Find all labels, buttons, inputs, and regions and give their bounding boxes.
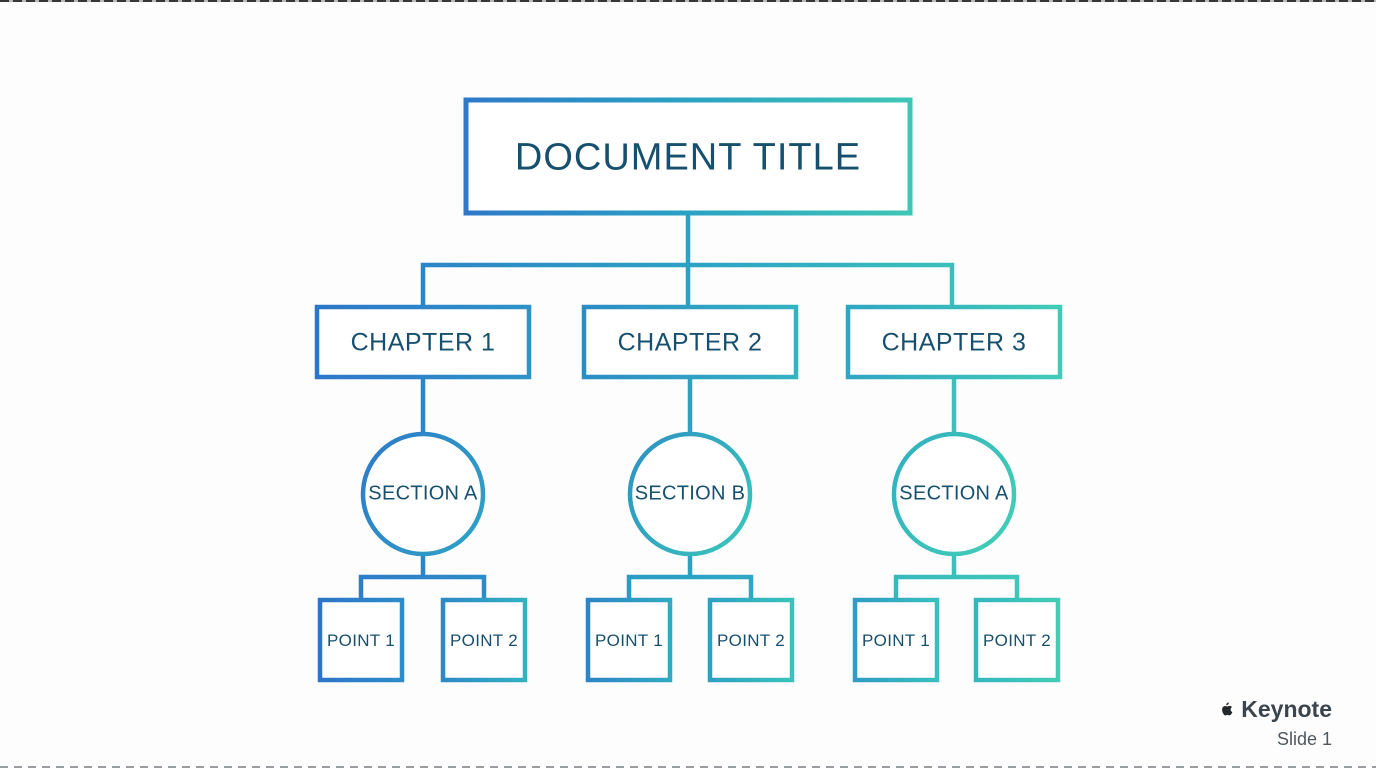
- point-box-3-2: [973, 597, 1061, 683]
- chapter-1-label: CHAPTER 1: [350, 328, 496, 357]
- point-bus-2: [626, 574, 754, 600]
- section-3-label: SECTION A: [899, 482, 1009, 505]
- bottom-edge-artifact: [0, 766, 1376, 768]
- point-box-1-2: [440, 597, 528, 683]
- slide-number-label: Slide 1: [1276, 728, 1332, 749]
- chapter-bus: [420, 262, 955, 307]
- title-box: [463, 97, 913, 216]
- chapter-3-label: CHAPTER 3: [881, 328, 1027, 357]
- point-1-1-label: POINT 1: [327, 631, 395, 650]
- section-1-label: SECTION A: [368, 482, 478, 505]
- section-circle-2: [627, 431, 753, 557]
- point-box-1-1: [317, 597, 405, 683]
- keynote-branding: Keynote Slide 1: [1216, 695, 1332, 750]
- title-label: DOCUMENT TITLE: [514, 136, 862, 179]
- point-box-2-2: [707, 597, 795, 683]
- point-bus-3: [893, 574, 1020, 600]
- point-3-1-label: POINT 1: [862, 631, 930, 650]
- chapter-2-label: CHAPTER 2: [617, 328, 763, 357]
- section-circle-1: [360, 431, 486, 557]
- chapter-box-2: [581, 304, 799, 380]
- point-box-3-1: [852, 597, 940, 683]
- point-2-2-label: POINT 2: [717, 631, 785, 650]
- top-edge-artifact: [0, 0, 1376, 2]
- chapter-box-1: [314, 304, 532, 380]
- keynote-app-label: Keynote: [1241, 695, 1332, 722]
- point-2-1-label: POINT 1: [595, 631, 663, 650]
- point-box-2-1: [585, 597, 673, 683]
- section-2-label: SECTION B: [634, 482, 746, 505]
- chapter-box-3: [845, 304, 1063, 380]
- section-circle-3: [891, 431, 1017, 557]
- point-3-2-label: POINT 2: [983, 631, 1051, 650]
- apple-icon: [1222, 702, 1233, 716]
- point-bus-1: [358, 574, 487, 600]
- point-1-2-label: POINT 2: [450, 631, 518, 650]
